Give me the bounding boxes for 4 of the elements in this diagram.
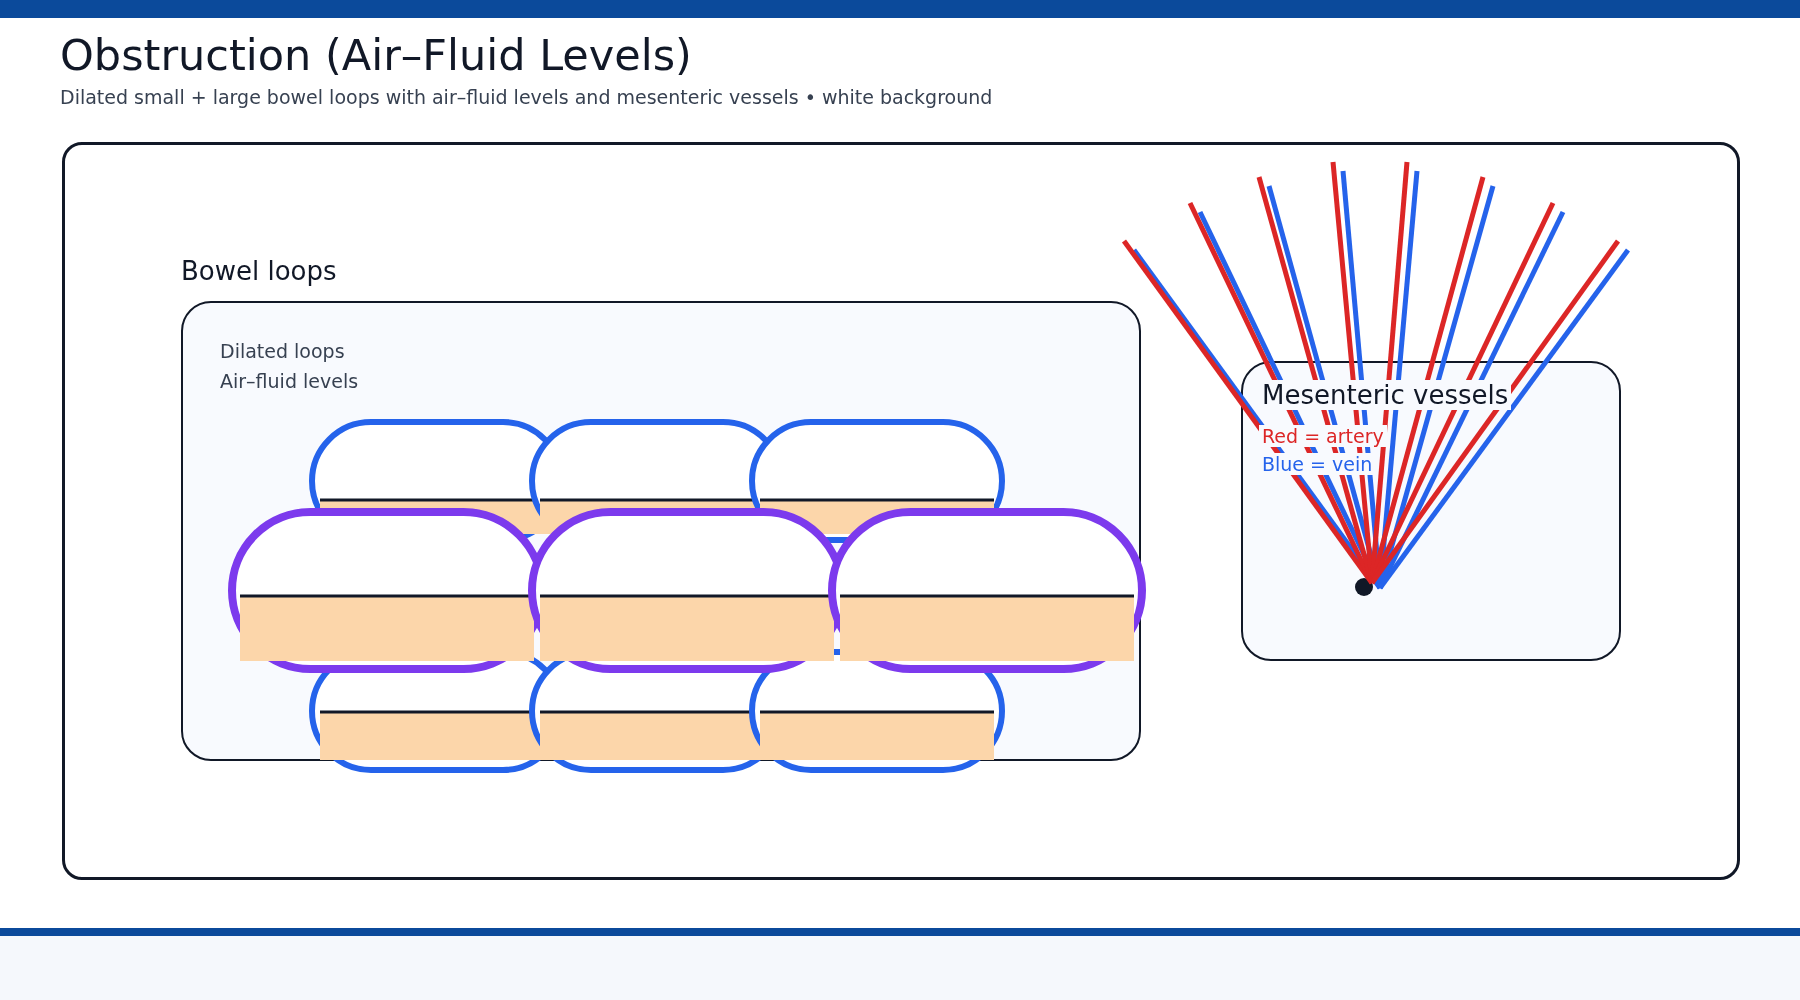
panel-heading: Bowel loops bbox=[180, 256, 338, 286]
title: Obstruction (Air–Fluid Levels) bbox=[60, 30, 692, 80]
legend-text: Red = artery bbox=[1259, 425, 1387, 447]
subtitle: Dilated small + large bowel loops with air–fluid levels and mesenteric vessels • white background bbox=[60, 86, 993, 108]
